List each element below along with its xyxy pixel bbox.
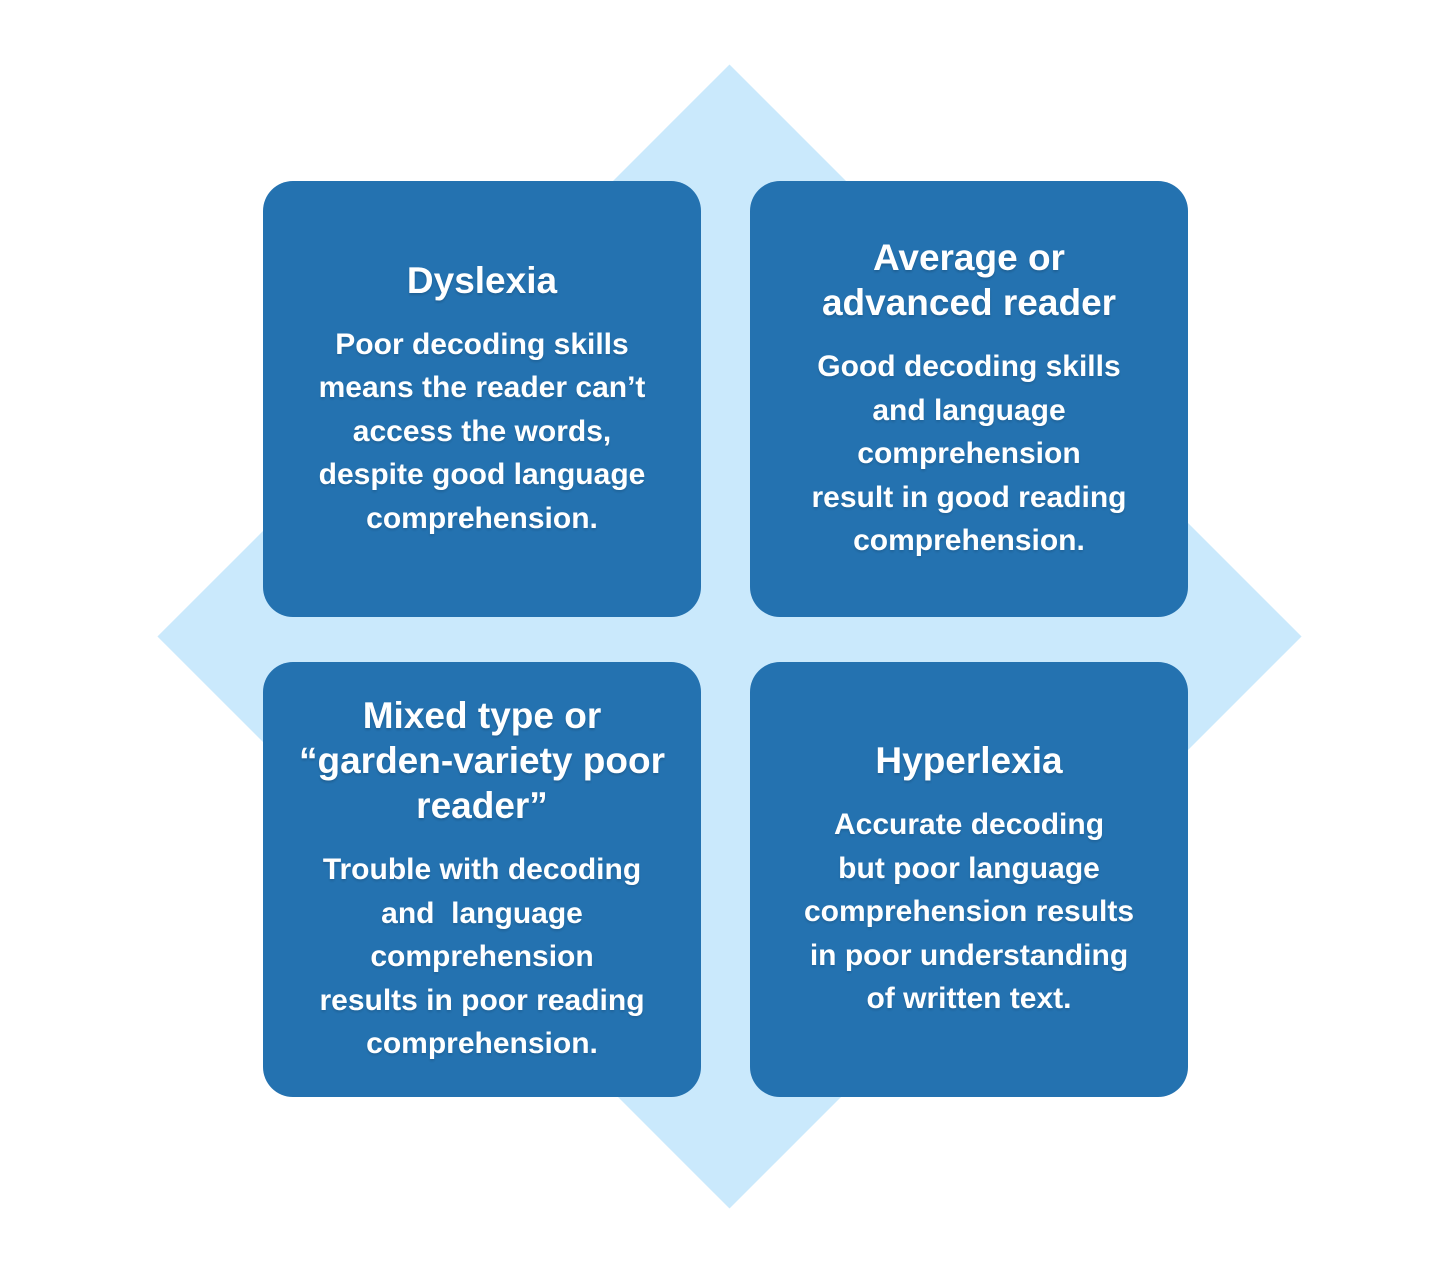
quadrant-card-dyslexia: Dyslexia Poor decoding skills means the … [263,181,701,617]
quadrant-body-average-advanced-reader: Good decoding skills and language compre… [811,350,1127,558]
quadrant-card-hyperlexia: Hyperlexia Accurate decoding but poor la… [750,662,1188,1097]
quadrant-title-dyslexia: Dyslexia [406,259,558,301]
quadrant-card-mixed-type: Mixed type or “garden-variety poor reade… [263,662,701,1097]
quadrant-body-dyslexia: Poor decoding skills means the reader ca… [318,327,646,535]
quadrant-body-hyperlexia: Accurate decoding but poor language comp… [803,808,1135,1016]
quadrant-title-mixed-type: Mixed type or “garden-variety poor reade… [299,695,665,827]
quadrant-card-average-advanced-reader: Average or advanced reader Good decoding… [750,181,1188,617]
quadrant-title-average-advanced-reader: Average or advanced reader [821,237,1117,324]
quadrant-body-mixed-type: Trouble with decoding and language compr… [319,853,645,1061]
quadrant-title-hyperlexia: Hyperlexia [875,740,1063,782]
